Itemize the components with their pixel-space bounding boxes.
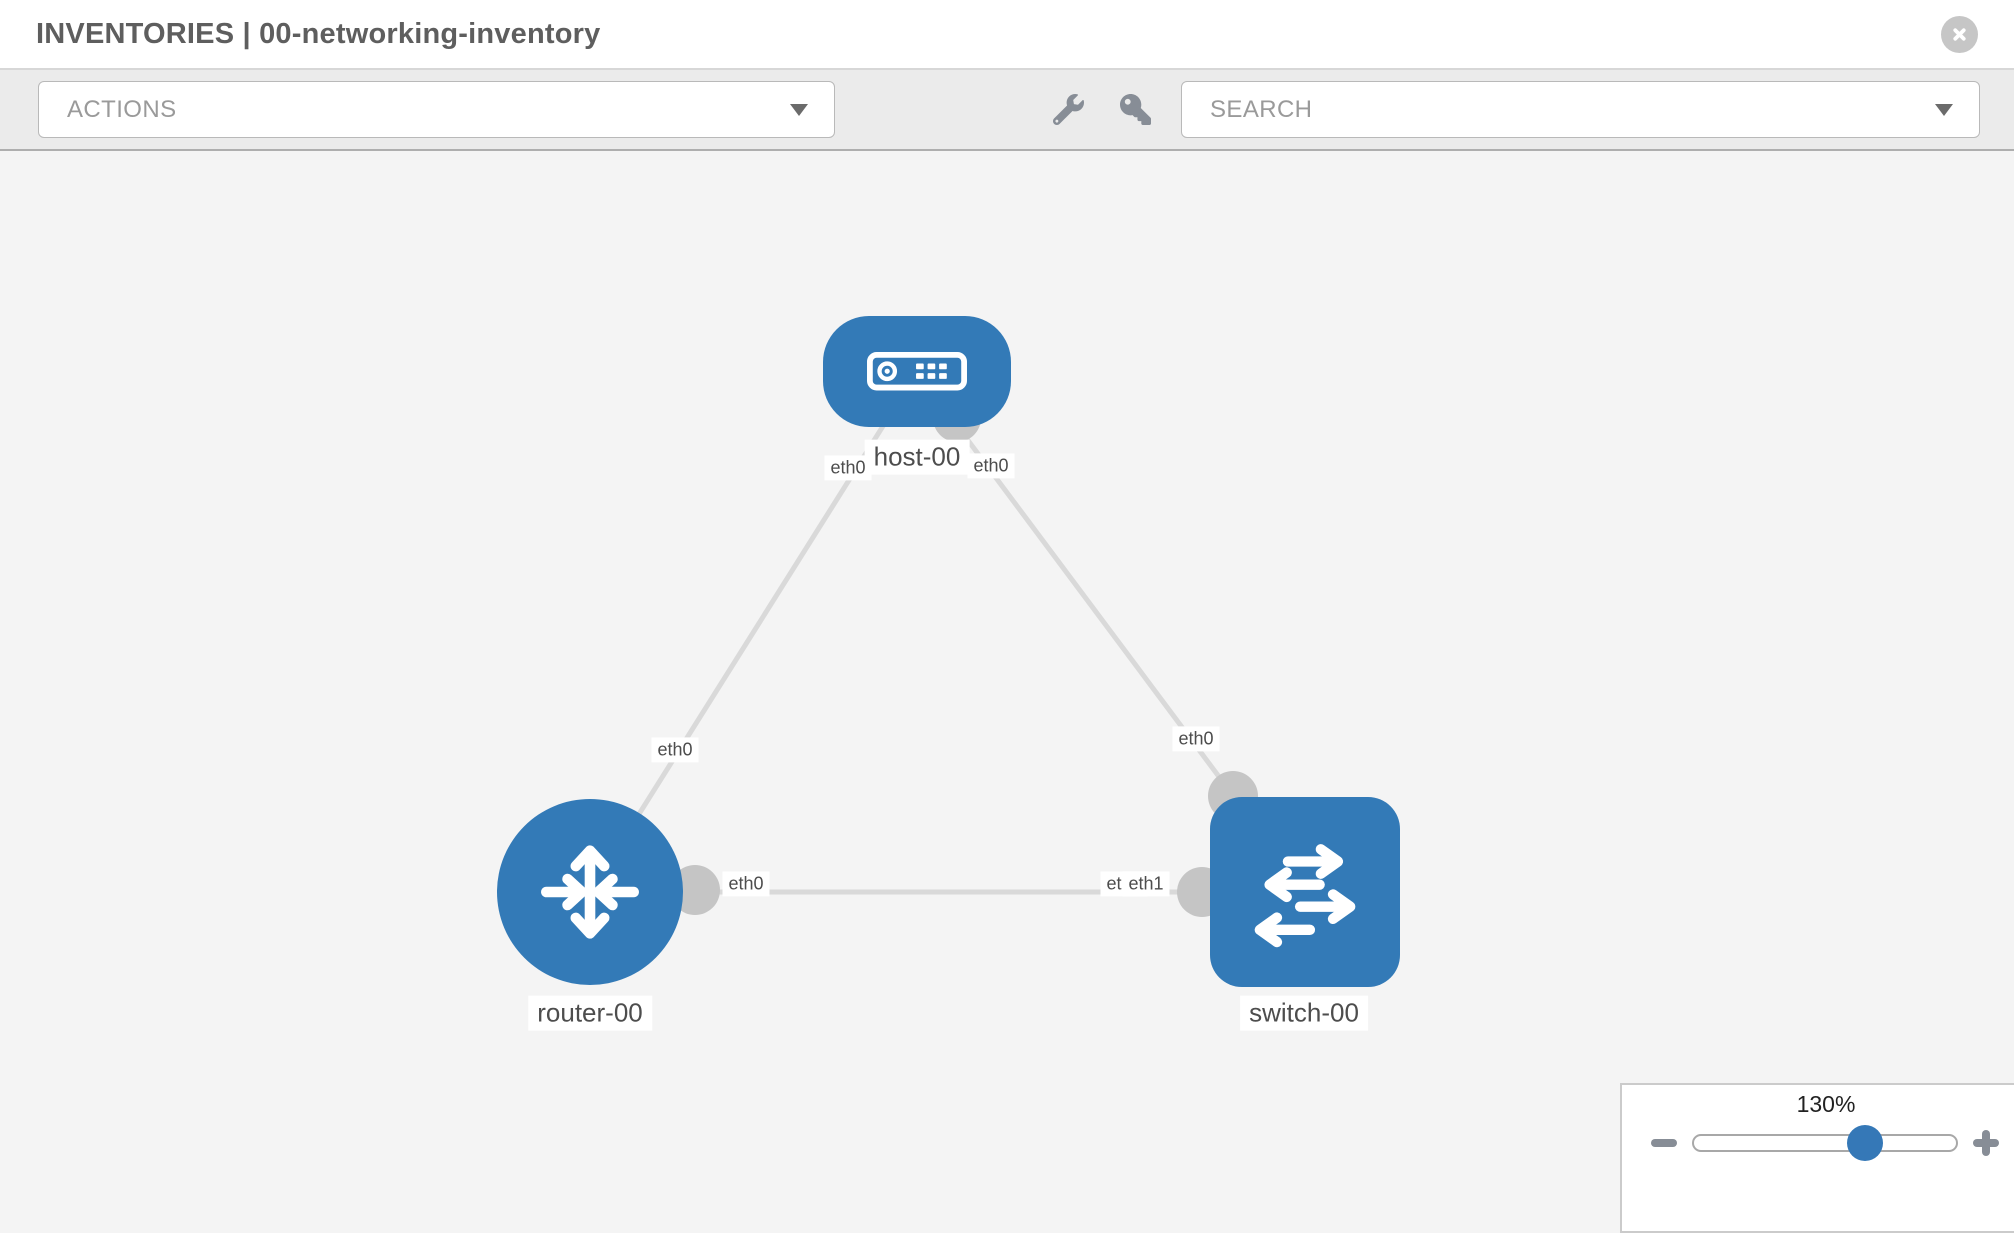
host-node-label: host-00	[864, 439, 970, 475]
topology-canvas[interactable]: host-00 router-00 switch-00 eth0 eth0 et…	[0, 155, 2014, 1233]
zoom-slider-handle[interactable]	[1847, 1125, 1883, 1161]
node-host[interactable]	[823, 316, 1011, 427]
interface-label: eth0	[1172, 726, 1220, 752]
close-button[interactable]	[1941, 15, 1978, 53]
chevron-down-icon	[790, 103, 808, 116]
credentials-button[interactable]	[1120, 94, 1151, 125]
interface-label: eth0	[824, 455, 872, 481]
actions-dropdown[interactable]: ACTIONS	[38, 81, 835, 138]
zoom-out-button[interactable]	[1650, 1129, 1678, 1157]
key-icon	[1120, 94, 1151, 125]
zoom-level-value: 130%	[1796, 1091, 1856, 1117]
switch-icon	[1254, 844, 1356, 948]
switch-node-label: switch-00	[1240, 995, 1368, 1031]
node-switch[interactable]	[1210, 797, 1400, 987]
port-circle	[670, 865, 720, 915]
interface-label: eth0	[651, 737, 699, 763]
header: INVENTORIES | 00-networking-inventory	[0, 0, 2014, 70]
configure-button[interactable]	[1053, 94, 1084, 125]
interface-label: eth1	[1122, 871, 1170, 897]
zoom-in-button[interactable]	[1972, 1129, 2000, 1157]
page-title: INVENTORIES | 00-networking-inventory	[36, 17, 601, 50]
chevron-down-icon	[1935, 103, 1953, 116]
node-router[interactable]	[497, 799, 683, 985]
zoom-panel: 130%	[1620, 1083, 2014, 1233]
search-dropdown-label: SEARCH	[1210, 95, 1313, 123]
host-icon	[867, 352, 967, 391]
toolbar: ACTIONS SEARCH	[0, 70, 2014, 151]
interface-label: eth0	[722, 871, 770, 897]
interface-label: eth0	[967, 453, 1015, 479]
actions-dropdown-label: ACTIONS	[67, 95, 177, 123]
close-icon	[1953, 27, 1966, 41]
router-icon	[541, 845, 639, 939]
wrench-icon	[1053, 94, 1084, 125]
search-dropdown[interactable]: SEARCH	[1181, 81, 1980, 138]
router-node-label: router-00	[528, 995, 652, 1031]
minus-icon	[1651, 1139, 1677, 1147]
topology-links-layer	[587, 370, 1308, 917]
zoom-slider-track[interactable]	[1692, 1134, 1958, 1152]
